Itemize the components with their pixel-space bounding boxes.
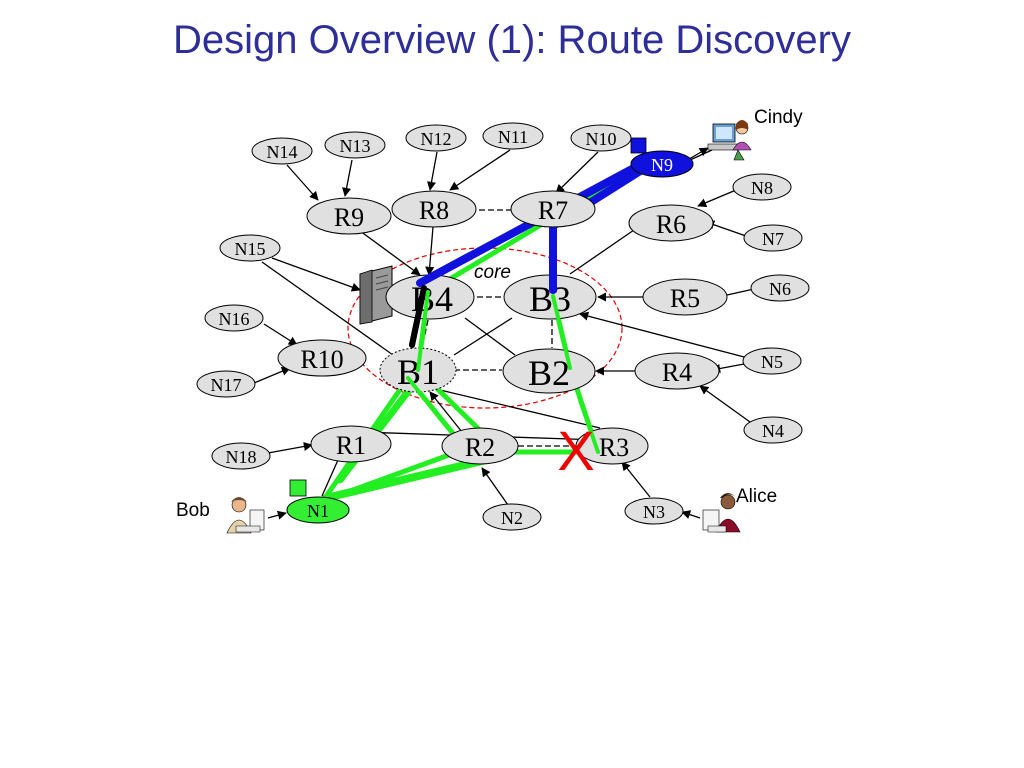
alice-label: Alice xyxy=(736,486,777,507)
core-boundary xyxy=(347,247,623,409)
svg-text:N12: N12 xyxy=(421,129,452,149)
node-r9: R9 xyxy=(306,197,392,235)
node-n2: N2 xyxy=(482,503,542,531)
link-n14-r9 xyxy=(286,164,319,201)
svg-text:N10: N10 xyxy=(586,129,617,149)
svg-text:R10: R10 xyxy=(300,345,343,374)
link-r1-n1 xyxy=(321,459,339,497)
link-n5-b3 xyxy=(579,311,749,359)
svg-text:N2: N2 xyxy=(501,508,523,528)
link-n18-r1 xyxy=(267,441,313,454)
node-n5: N5 xyxy=(742,347,802,375)
svg-text:R3: R3 xyxy=(599,433,629,462)
svg-text:X: X xyxy=(557,419,594,482)
link-bob-n1 xyxy=(267,510,287,520)
node-n4: N4 xyxy=(743,416,803,444)
svg-text:N14: N14 xyxy=(267,142,298,162)
svg-text:N6: N6 xyxy=(769,279,791,299)
node-n7: N7 xyxy=(743,224,803,252)
node-n11: N11 xyxy=(482,122,544,150)
link-b1-r3 xyxy=(439,389,601,429)
node-r1: R1 xyxy=(310,425,392,463)
node-n3: N3 xyxy=(624,497,684,525)
link-r8-b4 xyxy=(425,226,435,276)
node-n14: N14 xyxy=(251,137,313,165)
node-r7: R7 xyxy=(510,190,596,228)
route-paths-overlay xyxy=(406,252,600,454)
node-n15: N15 xyxy=(219,234,281,262)
svg-text:R4: R4 xyxy=(662,358,692,387)
link-r9-b4 xyxy=(355,227,421,276)
svg-text:N3: N3 xyxy=(643,502,665,522)
node-n16: N16 xyxy=(204,304,264,332)
svg-text:R9: R9 xyxy=(334,203,364,232)
link-n13-r9 xyxy=(342,159,353,197)
n1-flag xyxy=(289,479,307,497)
node-b2: B2 xyxy=(502,348,596,394)
link-n17-r10 xyxy=(253,366,291,384)
link-b4-b2 xyxy=(464,317,516,356)
path-green-3 xyxy=(322,456,490,502)
svg-text:N1: N1 xyxy=(307,501,329,521)
node-n10: N10 xyxy=(570,124,632,152)
bob-label: Bob xyxy=(176,500,210,521)
svg-text:B2: B2 xyxy=(528,353,570,393)
svg-text:N9: N9 xyxy=(651,155,673,175)
bob-person-icon xyxy=(226,497,265,534)
slide-title: Design Overview (1): Route Discovery xyxy=(173,18,851,62)
svg-text:N16: N16 xyxy=(219,309,250,329)
core-label: core xyxy=(474,262,511,283)
link-n15-b1 xyxy=(261,261,401,361)
svg-text:N17: N17 xyxy=(211,375,242,395)
svg-text:N11: N11 xyxy=(498,127,528,147)
node-n13: N13 xyxy=(324,131,386,159)
link-n16-r10 xyxy=(263,323,298,346)
svg-text:N8: N8 xyxy=(751,178,773,198)
node-n8: N8 xyxy=(732,173,792,201)
link-n10-r7 xyxy=(555,151,599,194)
node-n9: N9 xyxy=(630,150,694,178)
link-failure-mark: X xyxy=(557,419,594,482)
node-n12: N12 xyxy=(405,124,467,152)
cindy-label: Cindy xyxy=(754,107,803,128)
node-n18: N18 xyxy=(211,442,271,470)
node-n6: N6 xyxy=(750,274,810,302)
alice-person-icon xyxy=(702,493,741,533)
svg-text:R2: R2 xyxy=(465,433,495,462)
node-n17: N17 xyxy=(196,370,256,398)
node-r2: R2 xyxy=(441,427,519,465)
link-n3-r3 xyxy=(621,461,651,498)
link-n2-r2 xyxy=(481,467,509,506)
svg-text:R6: R6 xyxy=(656,210,686,239)
node-r8: R8 xyxy=(391,190,477,228)
svg-text:R7: R7 xyxy=(538,196,568,225)
svg-text:R8: R8 xyxy=(419,196,449,225)
n9-flag xyxy=(630,137,647,154)
server-icon xyxy=(359,265,393,325)
link-r2-b1 xyxy=(429,391,463,433)
svg-text:N18: N18 xyxy=(226,447,257,467)
node-r4: R4 xyxy=(634,352,720,390)
svg-text:R5: R5 xyxy=(670,284,700,313)
svg-text:N7: N7 xyxy=(762,229,784,249)
svg-text:R1: R1 xyxy=(336,431,366,460)
link-b3-b1 xyxy=(453,317,513,356)
node-n1: N1 xyxy=(286,496,350,524)
svg-text:N4: N4 xyxy=(762,421,784,441)
svg-text:N13: N13 xyxy=(340,136,371,156)
link-n11-r8 xyxy=(449,149,511,191)
svg-text:N5: N5 xyxy=(761,352,783,372)
link-r6-b3 xyxy=(569,229,635,275)
link-n8-r6 xyxy=(697,189,737,208)
node-r6: R6 xyxy=(628,204,714,242)
link-n12-r8 xyxy=(427,151,438,191)
node-r5: R5 xyxy=(642,278,728,316)
node-r10: R10 xyxy=(277,339,367,377)
svg-text:N15: N15 xyxy=(235,239,266,259)
cindy-person-icon xyxy=(707,120,752,161)
link-n4-r4 xyxy=(699,385,751,423)
link-alice-n3 xyxy=(681,510,701,519)
link-n15-server xyxy=(271,257,361,292)
